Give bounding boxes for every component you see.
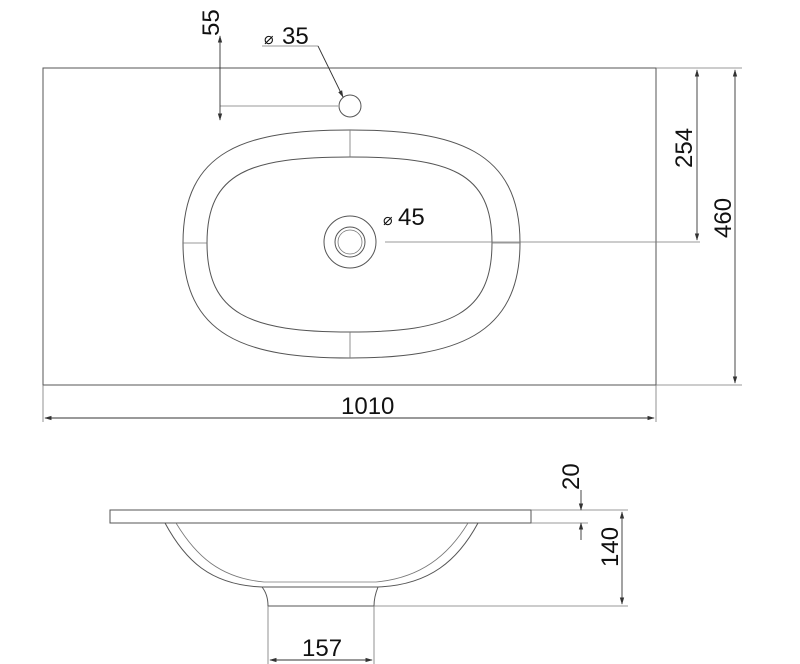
drain-hole [334,226,366,258]
dim-254-label: 254 [671,128,698,168]
slab-outline [109,509,532,524]
dim-45-label: 45 [398,204,425,231]
basin-outer-rim [182,129,521,359]
diameter-symbol-35: ⌀ [264,31,274,48]
tap-hole [338,94,362,118]
basin-inner-bowl [206,156,493,333]
dim-157-label: 157 [302,635,342,662]
dim-460-label: 460 [710,198,737,238]
top-view [42,67,657,386]
dim-20-label: 20 [558,463,585,490]
diameter-symbol-45: ⌀ [383,212,393,229]
drain-hole-inner [337,229,363,255]
countertop-outline [42,67,657,386]
side-view [109,509,532,607]
dim-1010-label: 1010 [341,393,394,420]
side-view-dimensions: 20 140 157 [267,463,628,664]
drain-outer-ring [323,215,377,269]
dim-35-label: 35 [282,23,309,50]
bowl-profile-inner [175,522,469,583]
dim-140-label: 140 [597,527,624,567]
bowl-profile-outer [164,522,479,588]
top-view-dimensions: 55 ⌀ 35 ⌀ 45 254 460 1010 [42,9,742,422]
dim-55-label: 55 [198,9,225,36]
dim-35-leader [317,45,344,98]
drain-neck [261,586,379,607]
